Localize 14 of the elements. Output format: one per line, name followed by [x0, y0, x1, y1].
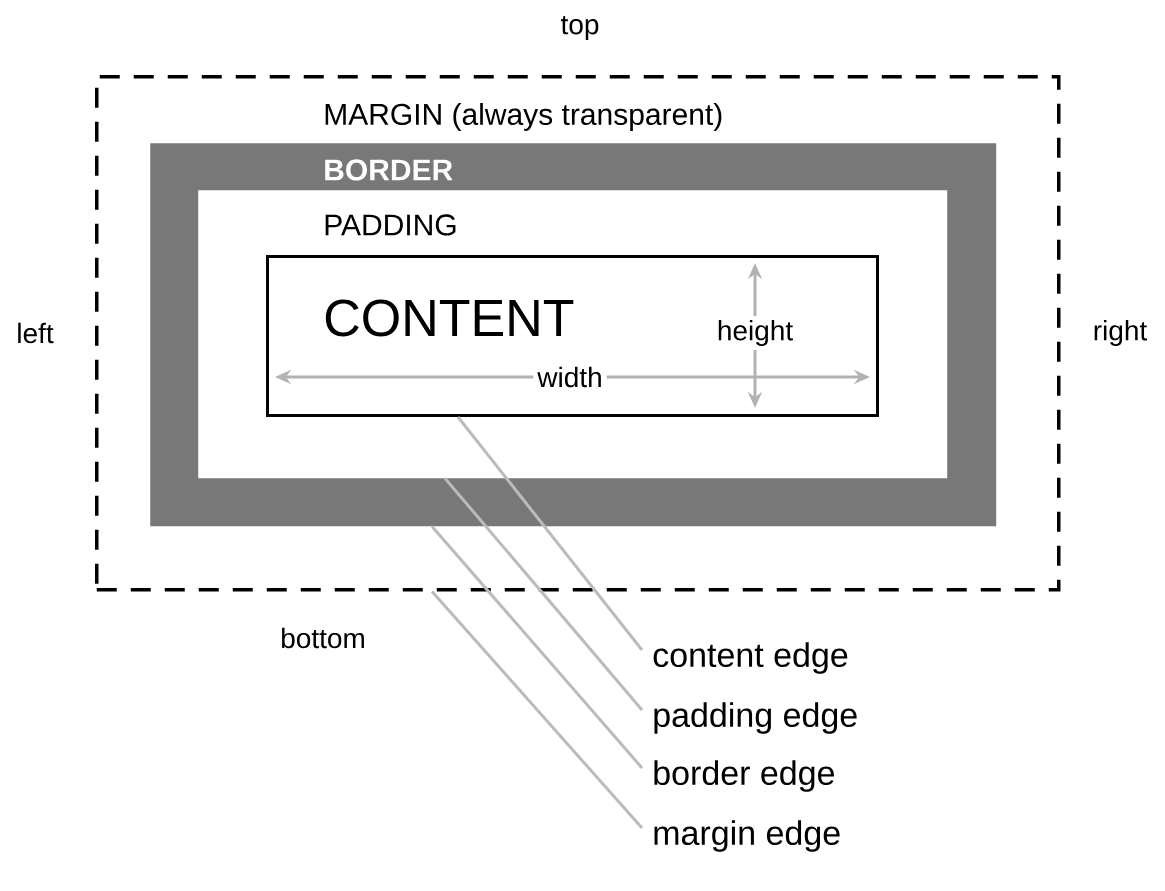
side-label: left	[18, 322, 54, 344]
leader-line	[443, 477, 644, 711]
dimension-label: width	[533, 362, 607, 392]
side-label: top	[560, 16, 599, 40]
leader-line	[430, 525, 644, 769]
side-label: right	[1094, 319, 1147, 347]
leader-label: content edge	[653, 642, 848, 674]
leader-label: border edge	[654, 760, 834, 792]
leader-line	[456, 416, 644, 651]
side-label: bottom	[282, 627, 364, 649]
leader-label: margin edge	[654, 820, 840, 852]
leader-label: padding edge	[654, 702, 857, 734]
dimension-label: height	[712, 315, 798, 351]
leader-line	[430, 590, 644, 829]
